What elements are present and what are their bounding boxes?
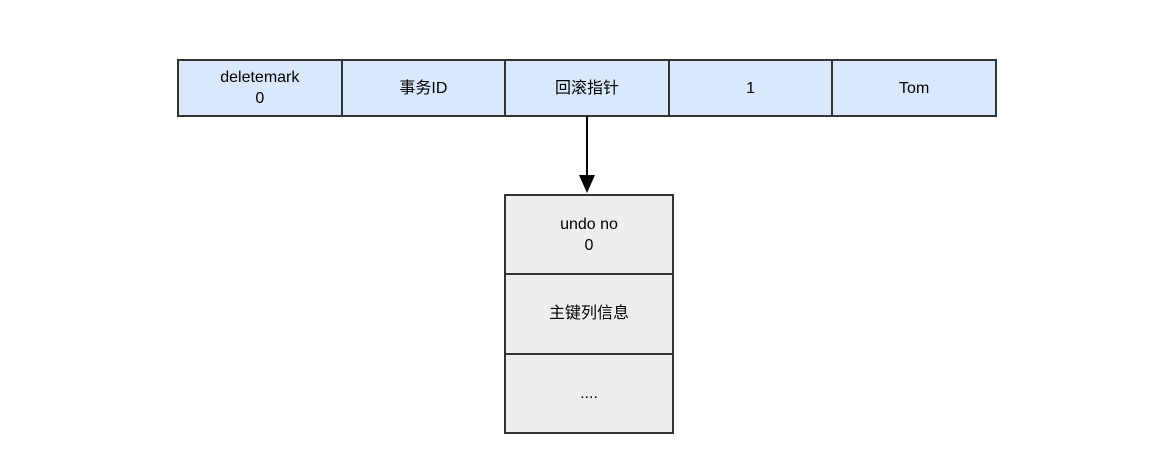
arrow-down-icon bbox=[579, 116, 595, 193]
record-row: deletemark 0 事务ID 回滚指针 1 Tom bbox=[177, 59, 997, 117]
record-cell-name-value: Tom bbox=[831, 59, 997, 117]
undo-cell-undo-no: undo no 0 bbox=[504, 194, 674, 276]
undo-cell-ellipsis: .... bbox=[504, 352, 674, 434]
undo-log-record: undo no 0 主键列信息 .... bbox=[504, 194, 674, 434]
record-cell-primary-key-value: 1 bbox=[667, 59, 834, 117]
record-cell-rollback-pointer: 回滚指针 bbox=[504, 59, 670, 117]
record-cell-transaction-id: 事务ID bbox=[340, 59, 507, 117]
record-cell-deletemark: deletemark 0 bbox=[177, 59, 343, 117]
undo-cell-primary-key-info: 主键列信息 bbox=[504, 273, 674, 355]
